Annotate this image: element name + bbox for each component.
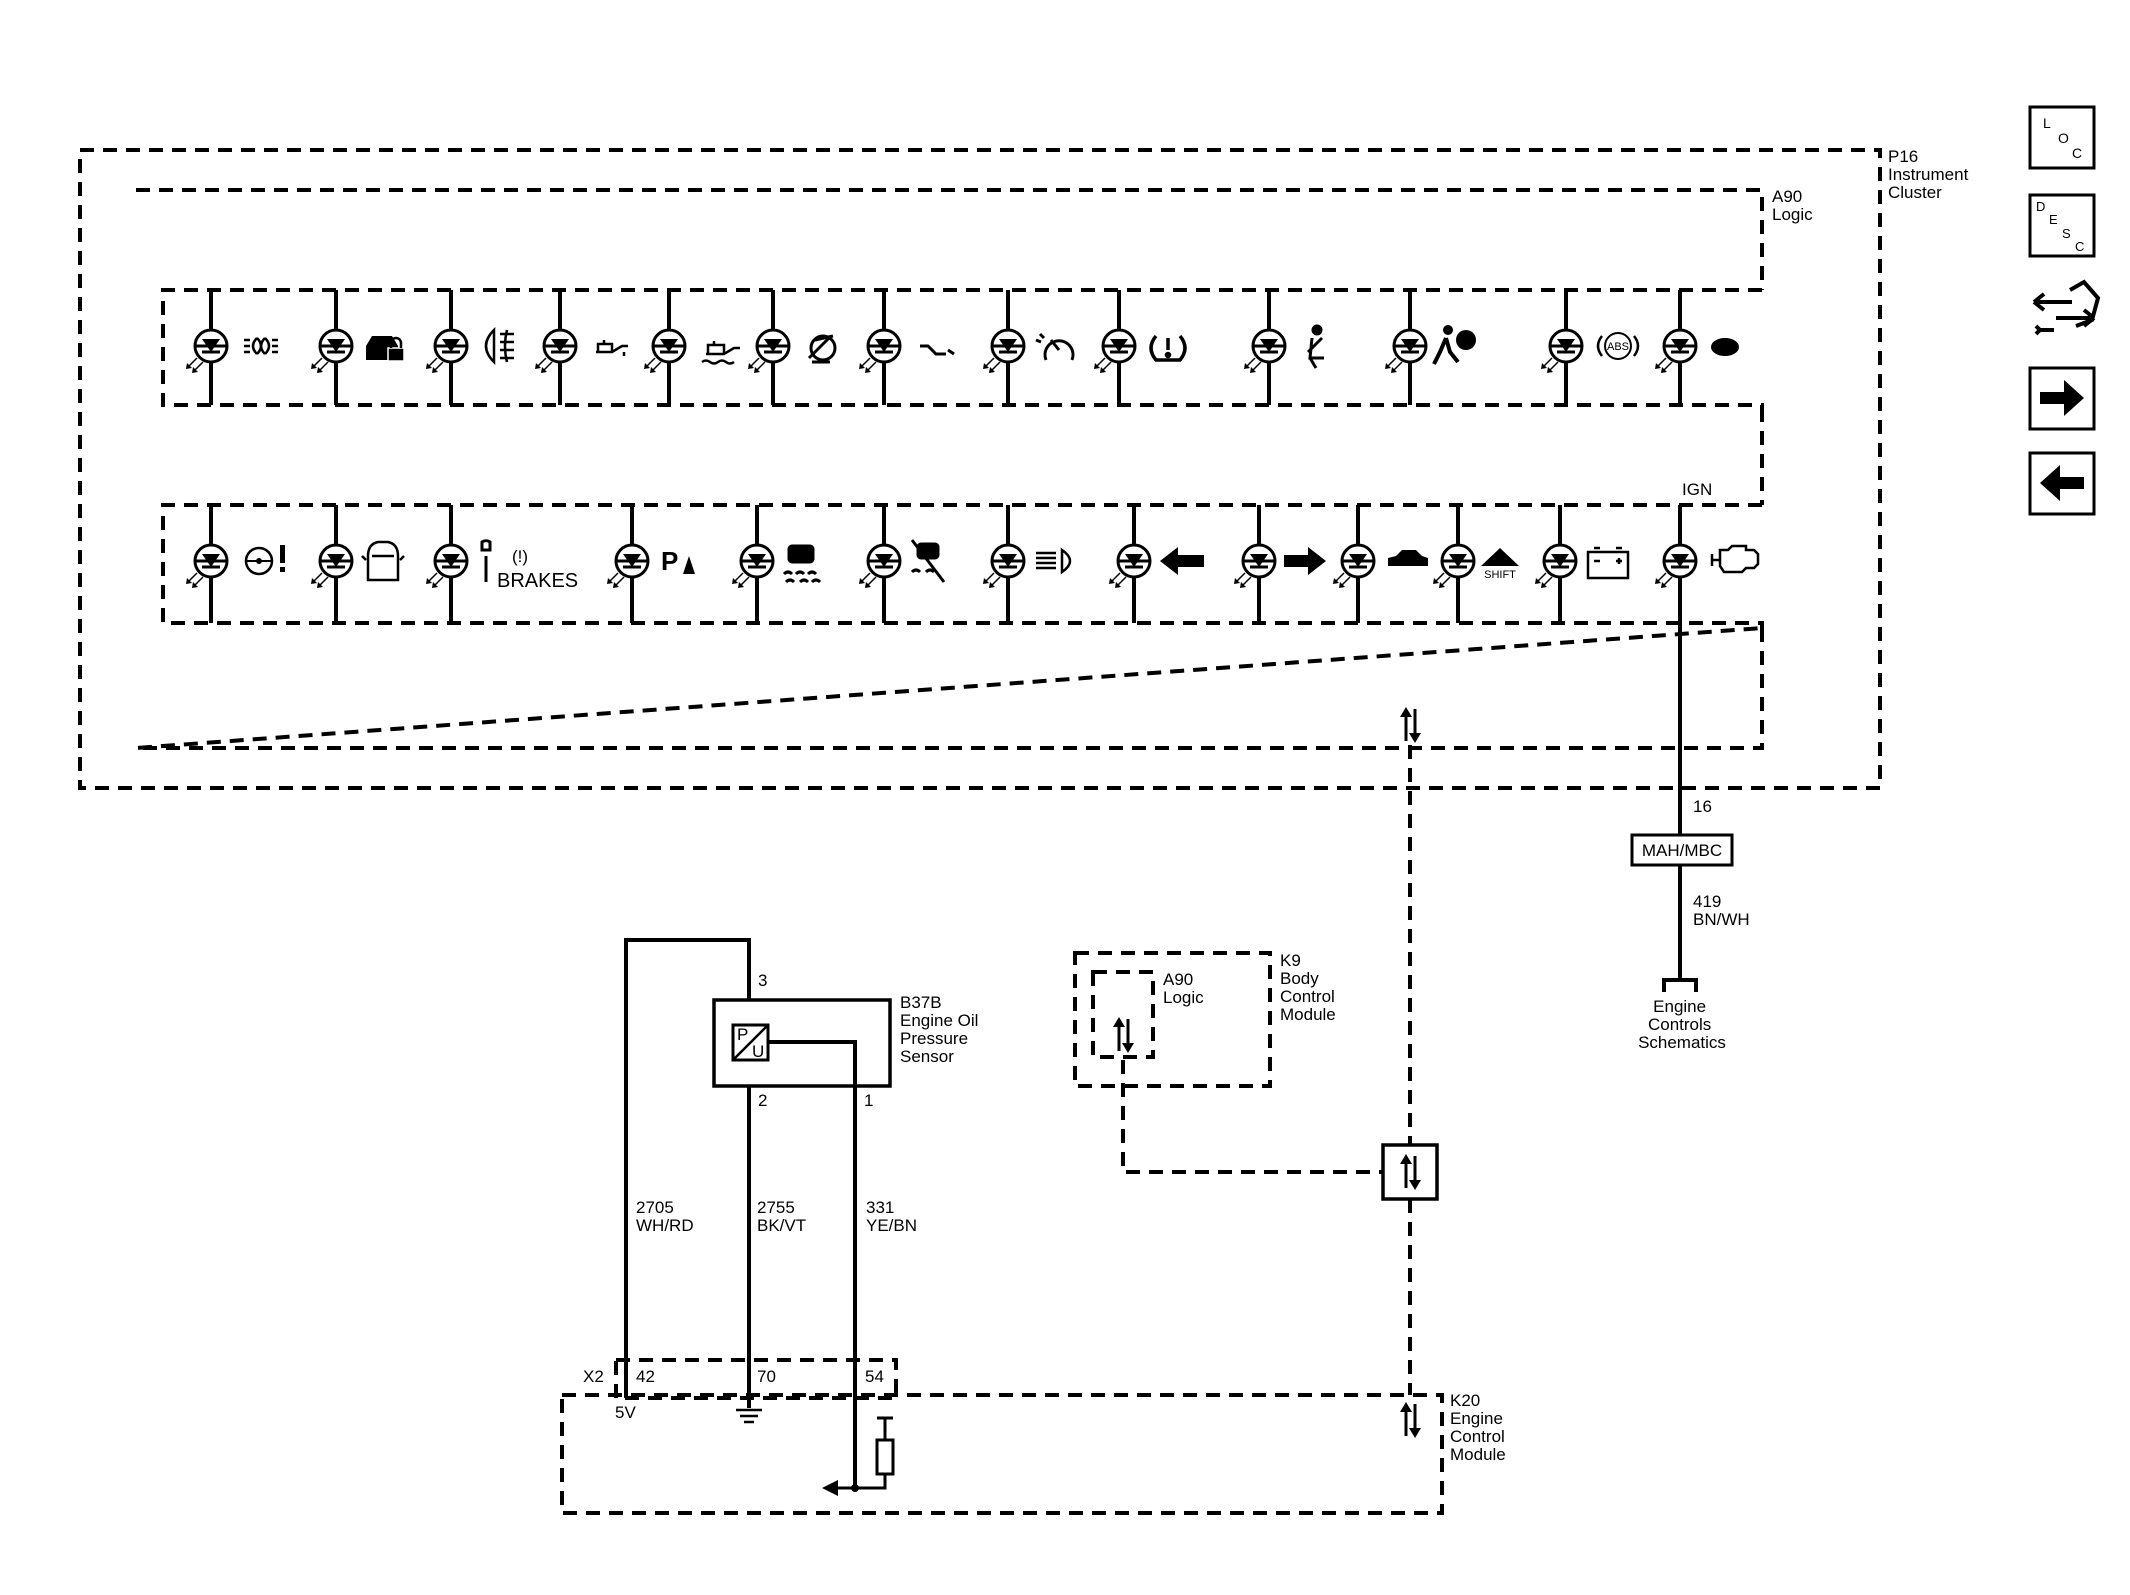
telltale-row-2 <box>184 505 1698 623</box>
road-icon <box>920 344 955 356</box>
back-button[interactable] <box>2028 451 2096 516</box>
bcm-serial-data-icon <box>1111 1015 1136 1055</box>
right-turn-icon <box>1284 547 1326 575</box>
wire-2705 <box>624 938 751 1398</box>
oval-indicator-icon <box>1711 338 1739 356</box>
forward-button[interactable] <box>2028 366 2096 431</box>
serial-data-junction <box>1381 1143 1439 1201</box>
ground-icon <box>736 1408 762 1424</box>
x2-pin-54: 54 <box>865 1367 884 1386</box>
wire-2755-label: 2755 BK/VT <box>757 1198 806 1235</box>
wire-331-label: 331 YE/BN <box>866 1198 917 1235</box>
connector-wrench-icon[interactable] <box>2032 279 2101 336</box>
electric-park-brake-icon <box>807 334 837 364</box>
tire-pressure-icon <box>1149 334 1187 362</box>
wire-2705-label: 2705 WH/RD <box>636 1198 694 1235</box>
left-arrow-icon <box>2040 465 2084 501</box>
telltale-row-1 <box>184 290 1698 405</box>
battery-icon <box>1586 546 1630 580</box>
oil-level-icon <box>596 340 628 356</box>
telltale-row-1-box <box>161 288 1764 408</box>
svg-text:P: P <box>661 546 678 576</box>
a90-bcm-label: A90 Logic <box>1163 970 1204 1007</box>
x2-pin-42: 42 <box>636 1367 655 1386</box>
svg-text:S: S <box>2062 226 2071 241</box>
a90-bcm-logic-box <box>1091 970 1155 1059</box>
shift-icon: SHIFT <box>1481 548 1519 581</box>
a90-cluster-logic-box <box>135 188 1764 750</box>
pin-2-label: 2 <box>758 1091 767 1110</box>
svg-text:(!): (!) <box>512 547 528 566</box>
traction-off-icon <box>910 539 946 583</box>
splice-box <box>1630 833 1734 867</box>
cluster-serial-data-icon <box>1398 705 1423 745</box>
service-brakes-icon: (!) BRAKES <box>480 539 578 592</box>
p16-instrument-cluster-box <box>78 148 1882 790</box>
supply-5v-label: 5V <box>615 1403 636 1422</box>
front-fog-icon <box>484 326 514 366</box>
right-arrow-icon <box>2040 380 2084 416</box>
park-assist-icon: P <box>661 546 695 576</box>
seatbelt-icon <box>1306 324 1324 369</box>
k20-label: K20 Engine Control Module <box>1450 1391 1510 1464</box>
telltale-row-2-box <box>161 503 1764 628</box>
x2-connector-box <box>614 1358 898 1400</box>
pin-3-label: 3 <box>758 971 767 990</box>
pin-16-label: 16 <box>1693 797 1712 816</box>
pull-up-resistor-icon <box>822 1416 895 1496</box>
door-ajar-icon <box>361 540 405 582</box>
svg-text:E: E <box>2049 212 2058 227</box>
b37b-sensor-box <box>712 998 892 1088</box>
svg-text:D: D <box>2036 199 2045 214</box>
location-button[interactable]: L O C <box>2028 105 2096 170</box>
bcm-serial-data-line <box>1121 1060 1383 1174</box>
left-turn-icon <box>1160 547 1204 575</box>
vehicle-ahead-icon <box>1388 550 1428 566</box>
k9-label: K9 Body Control Module <box>1280 951 1340 1024</box>
svg-text:C: C <box>2072 145 2082 161</box>
ecm-serial-data-icon <box>1398 1400 1423 1440</box>
high-beam-icon <box>1036 547 1072 575</box>
k20-engine-control-module-box <box>560 1393 1444 1515</box>
svg-text:C: C <box>2075 239 2084 254</box>
p16-label: P16 Instrument Cluster <box>1888 147 1973 202</box>
steering-warning-icon <box>244 545 285 576</box>
x2-pin-70: 70 <box>757 1367 776 1386</box>
cruise-control-icon <box>1035 332 1075 361</box>
splice-label: MAH/MBC <box>1642 841 1722 860</box>
traction-control-icon <box>782 544 822 584</box>
description-button[interactable]: D E S C <box>2028 193 2096 258</box>
transducer-p-label: P <box>737 1025 748 1044</box>
k9-body-control-module-box <box>1073 951 1272 1088</box>
sensor-signal-internal <box>768 1040 857 1086</box>
engine-controls-connector <box>1662 978 1698 992</box>
check-engine-icon <box>1710 544 1760 574</box>
security-lock-icon <box>366 336 405 362</box>
transducer-u-label: U <box>752 1042 764 1061</box>
svg-text:BRAKES: BRAKES <box>497 570 578 592</box>
svg-text:L: L <box>2043 115 2051 131</box>
wire-419-label: 419 BN/WH <box>1693 892 1750 929</box>
ign-label: IGN <box>1682 480 1712 499</box>
airbag-icon <box>1432 325 1476 365</box>
abs-icon: ABS <box>1596 332 1640 360</box>
svg-text:ABS: ABS <box>1607 341 1629 353</box>
parking-lamp-icon <box>244 337 278 355</box>
b37b-label: B37B Engine Oil Pressure Sensor <box>900 993 983 1066</box>
a90-cluster-label: A90 Logic <box>1772 187 1813 224</box>
pin-1-label: 1 <box>864 1091 873 1110</box>
engine-controls-label: Engine Controls Schematics <box>1638 997 1726 1052</box>
low-oil-pressure-icon <box>701 341 740 365</box>
x2-label: X2 <box>583 1367 604 1386</box>
svg-text:O: O <box>2058 130 2069 146</box>
svg-text:SHIFT: SHIFT <box>1484 569 1516 581</box>
